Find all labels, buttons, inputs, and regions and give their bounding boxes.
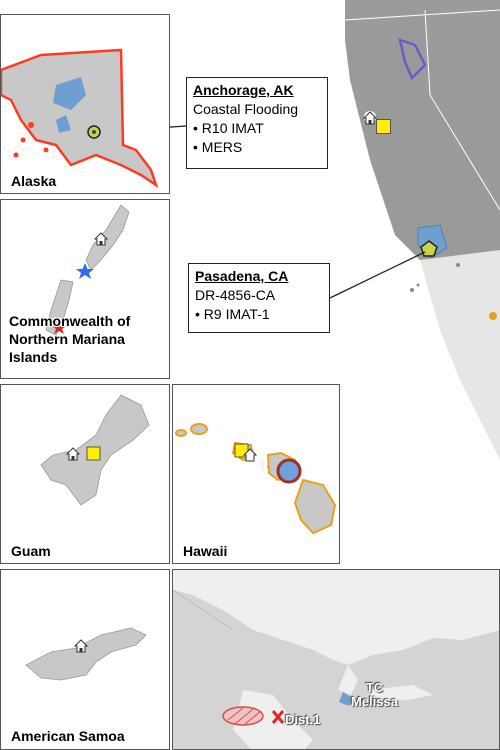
guam-label: Guam [11,543,51,559]
cnmi-label-line: Islands [9,349,58,365]
cnmi-label-line: Commonwealth of [9,313,131,329]
anchorage-callout: Anchorage, AK Coastal Flooding • R10 IMA… [186,77,328,169]
gulf-inset: TC Melissa Dist.1 [172,569,500,750]
anchorage-callout-title: Anchorage, AK [193,82,294,98]
cnmi-label: Commonwealth of Northern Mariana Islands [9,312,130,366]
cnmi-label-line: Northern Mariana [9,331,125,347]
cnmi-inset: Commonwealth of Northern Mariana Islands [0,199,170,379]
guam-inset: Guam [0,384,170,564]
hawaii-inset: Hawaii [172,384,340,564]
hawaii-map [175,423,337,535]
guam-map [40,394,150,506]
pasadena-callout-line: • R9 IMAT-1 [195,306,270,322]
dist1-label: Dist.1 [285,712,321,727]
tc-melissa-label-line: Melissa [351,694,398,709]
yellow-square-marker [376,119,391,134]
tc-melissa-label-line: TC [365,680,384,695]
alaska-label: Alaska [11,173,57,189]
anchorage-callout-line: Coastal Flooding [193,101,299,117]
anchorage-callout-line: • R10 IMAT [193,120,264,136]
american-samoa-inset: American Samoa [0,569,170,750]
pasadena-callout-title: Pasadena, CA [195,268,289,284]
alaska-inset: Alaska [0,14,170,194]
alaska-map [1,48,159,189]
pasadena-callout-line: DR-4856-CA [195,287,276,303]
american-samoa-label: American Samoa [11,728,125,744]
hawaii-label: Hawaii [183,543,228,559]
cnmi-map [45,204,130,336]
tc-melissa-label: TC Melissa [351,681,398,709]
american-samoa-map [25,627,147,681]
gulf-map [173,570,499,749]
house-icon [363,111,377,125]
pasadena-callout: Pasadena, CA DR-4856-CA • R9 IMAT-1 [188,263,330,333]
anchorage-callout-line: • MERS [193,139,243,155]
